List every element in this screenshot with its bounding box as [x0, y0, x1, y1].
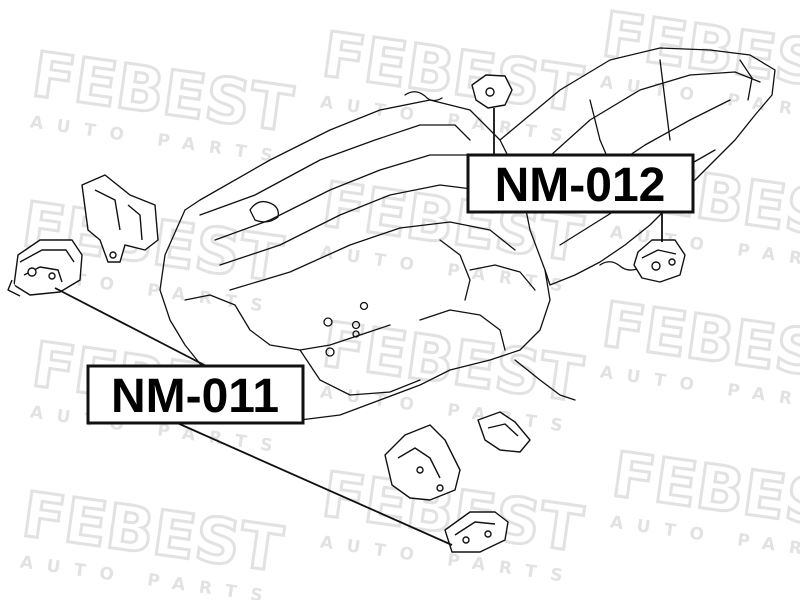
label-nm-012-box [466, 153, 695, 214]
transmission-outline [499, 47, 776, 286]
upper-left-bracket-shape [81, 174, 159, 263]
mount-parts [7, 74, 686, 553]
engine-block-outline [159, 99, 551, 421]
label-nm-012-text: NM-012 [495, 159, 666, 212]
nm-012-mount-shape [633, 239, 686, 283]
leader-lines [54, 108, 663, 546]
side-bracket-shape [477, 411, 531, 453]
nm-011-leader-upper [54, 287, 211, 369]
nm-011-mount-shape [7, 239, 83, 297]
lower-mount-shape [444, 511, 509, 553]
label-nm-011-box [86, 364, 305, 425]
label-nm-011: NM-011 [86, 364, 305, 425]
nm-012-upper-part-shape [471, 74, 513, 109]
label-nm-011-text: NM-011 [111, 370, 279, 423]
oil-cap-shape [249, 200, 279, 223]
lower-bracket-shape [384, 424, 461, 501]
label-nm-012: NM-012 [466, 153, 695, 214]
nm-011-leader-lower [174, 421, 453, 546]
